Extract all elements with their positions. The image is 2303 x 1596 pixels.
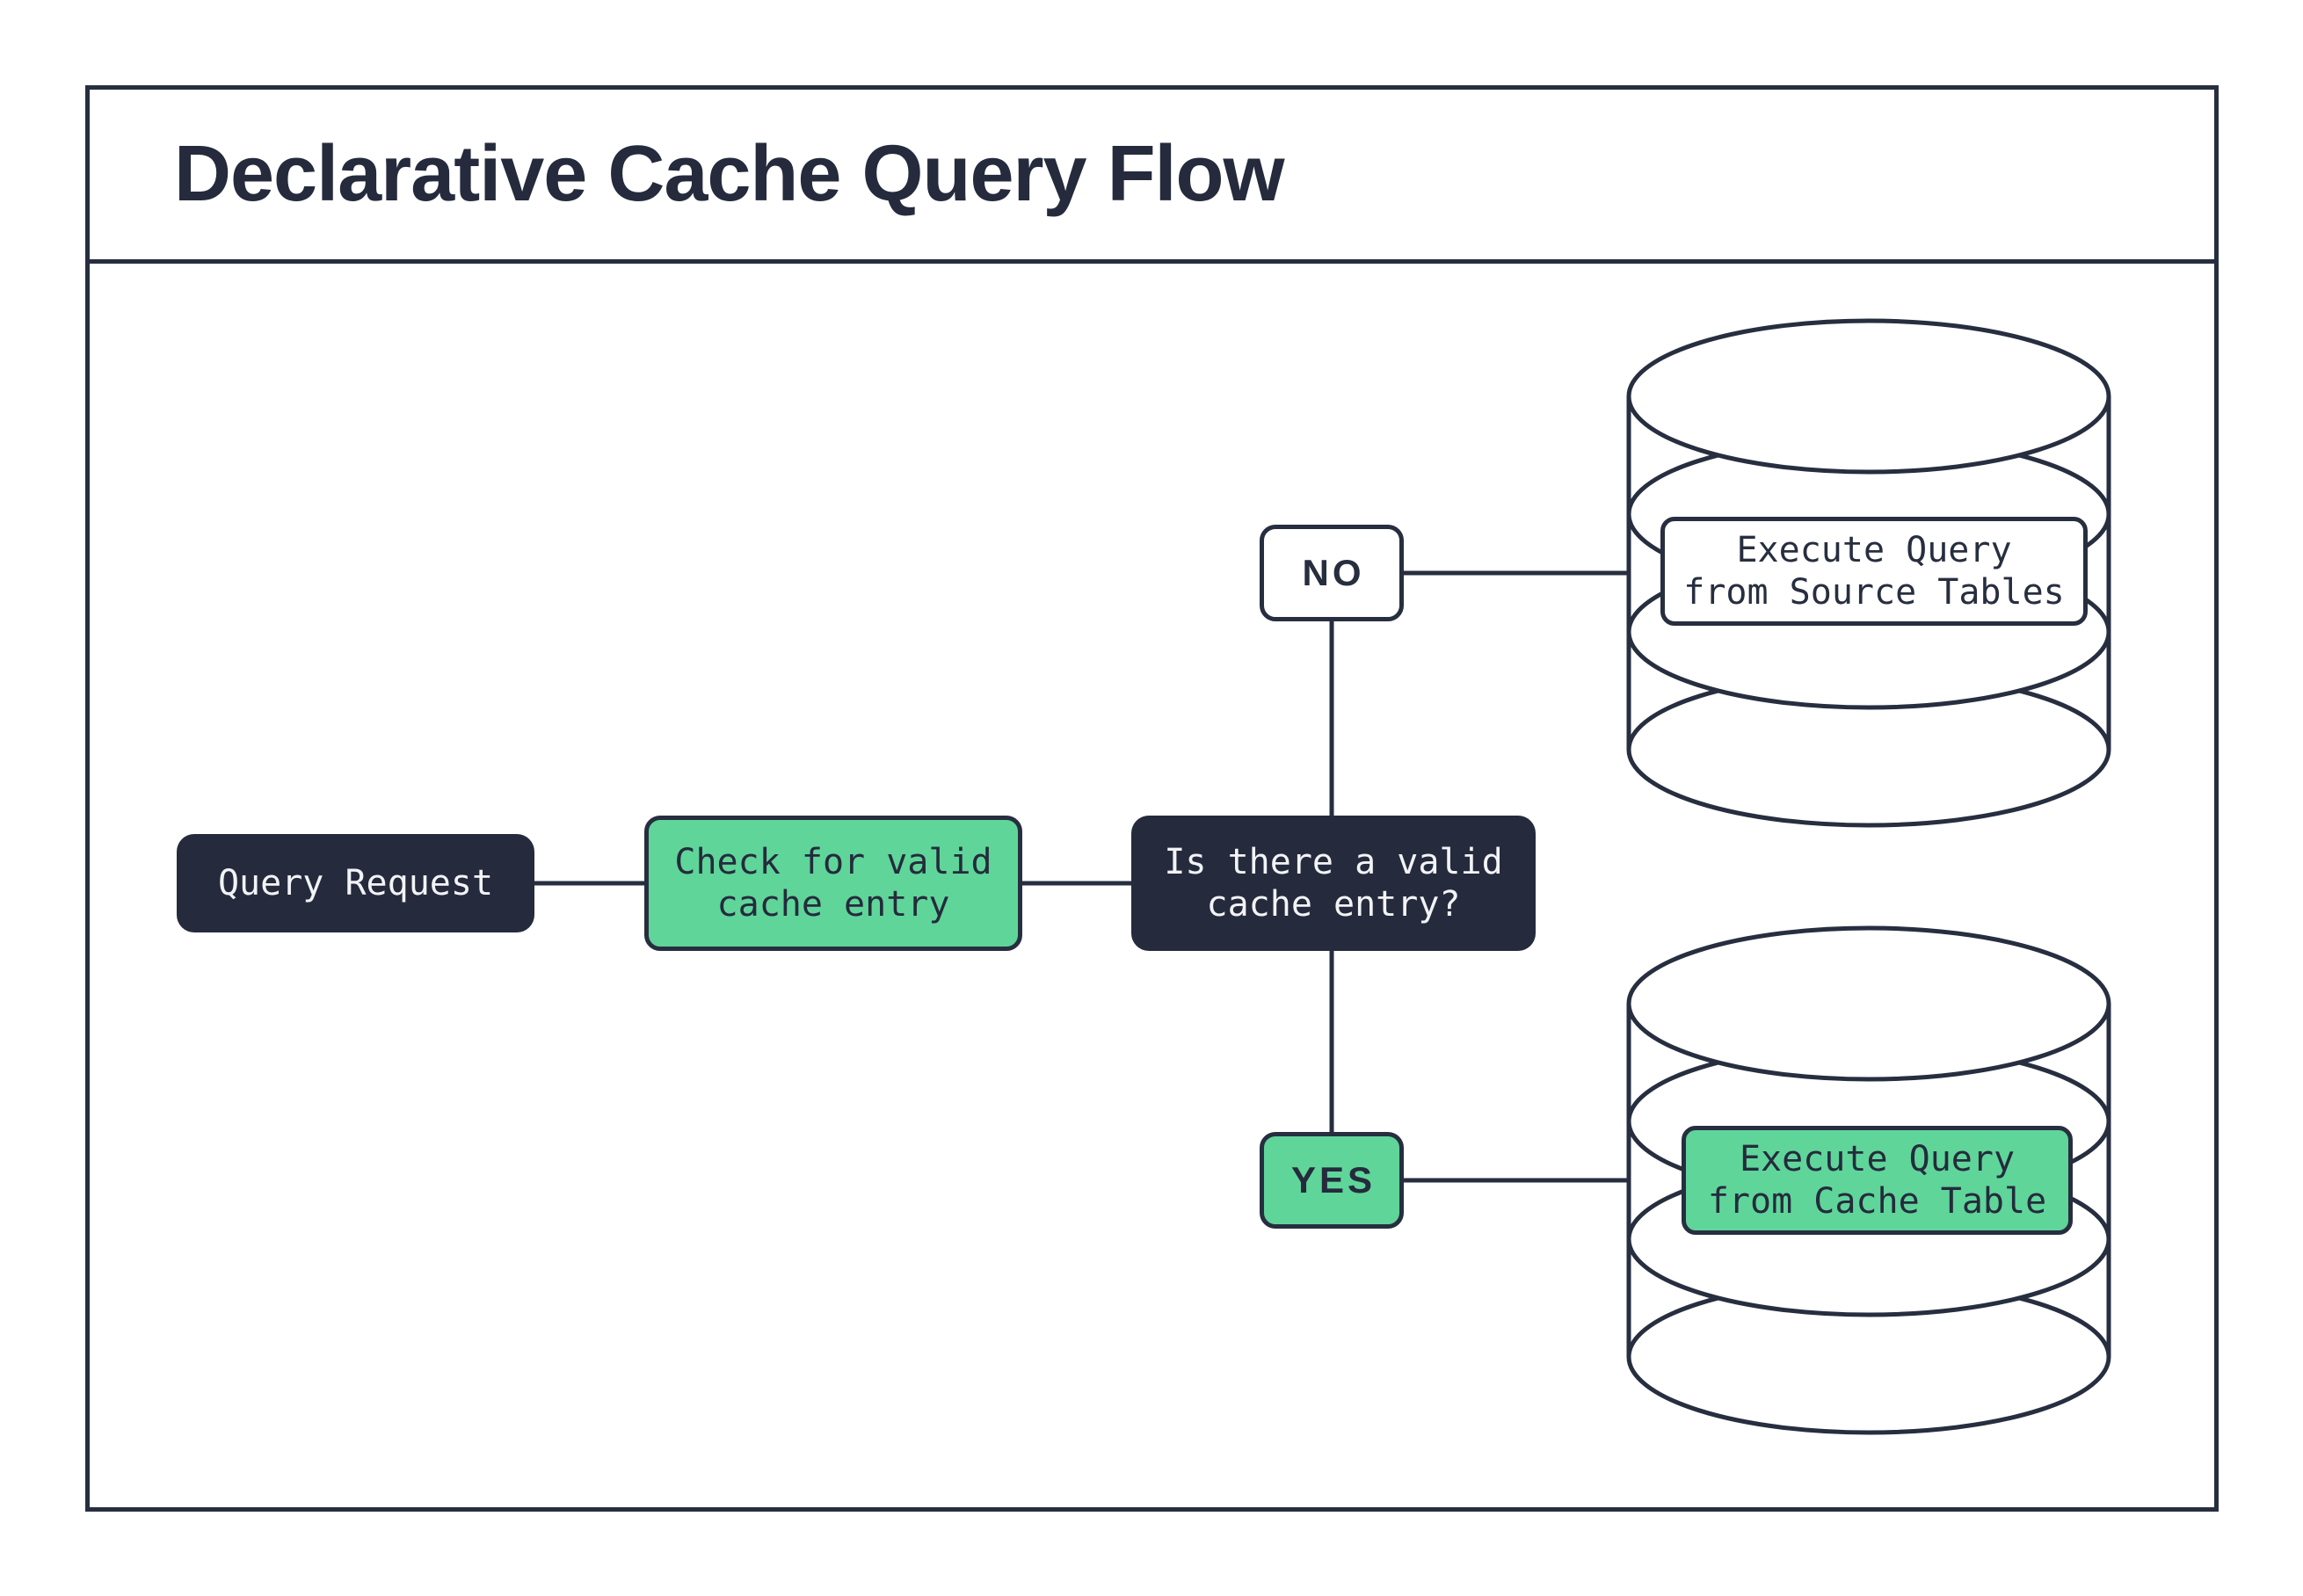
connector-lines: [534, 570, 1629, 1183]
title-bar: Declarative Cache Query Flow: [85, 85, 2219, 264]
node-check-cache-line1: Check for valid: [674, 842, 992, 882]
page-title: Declarative Cache Query Flow: [174, 130, 1285, 218]
node-query-request-label: Query Request: [217, 863, 494, 903]
node-execute-cache-line1: Execute Query: [1739, 1139, 2016, 1179]
database-cylinder-cache: [1626, 925, 2111, 1435]
outer-frame: [85, 85, 2219, 1512]
node-no-branch-label: NO: [1302, 552, 1365, 593]
node-check-cache-line2: cache entry: [716, 884, 950, 925]
node-yes-branch: YES: [1260, 1132, 1404, 1229]
node-execute-source-line1: Execute Query: [1736, 530, 2012, 570]
node-check-cache: Check for valid cache entry: [644, 816, 1022, 951]
node-decision-line1: Is there a valid: [1164, 842, 1503, 882]
node-yes-branch-label: YES: [1290, 1159, 1377, 1201]
node-decision-line2: cache entry?: [1206, 884, 1461, 925]
node-execute-source: Execute Query from Source Tables: [1660, 517, 2088, 626]
node-execute-cache-line2: from Cache Table: [1707, 1181, 2047, 1222]
node-no-branch: NO: [1260, 525, 1404, 621]
node-execute-source-line2: from Source Tables: [1683, 572, 2065, 613]
node-execute-cache: Execute Query from Cache Table: [1682, 1126, 2073, 1235]
node-decision: Is there a valid cache entry?: [1131, 816, 1536, 951]
node-query-request: Query Request: [177, 834, 534, 932]
